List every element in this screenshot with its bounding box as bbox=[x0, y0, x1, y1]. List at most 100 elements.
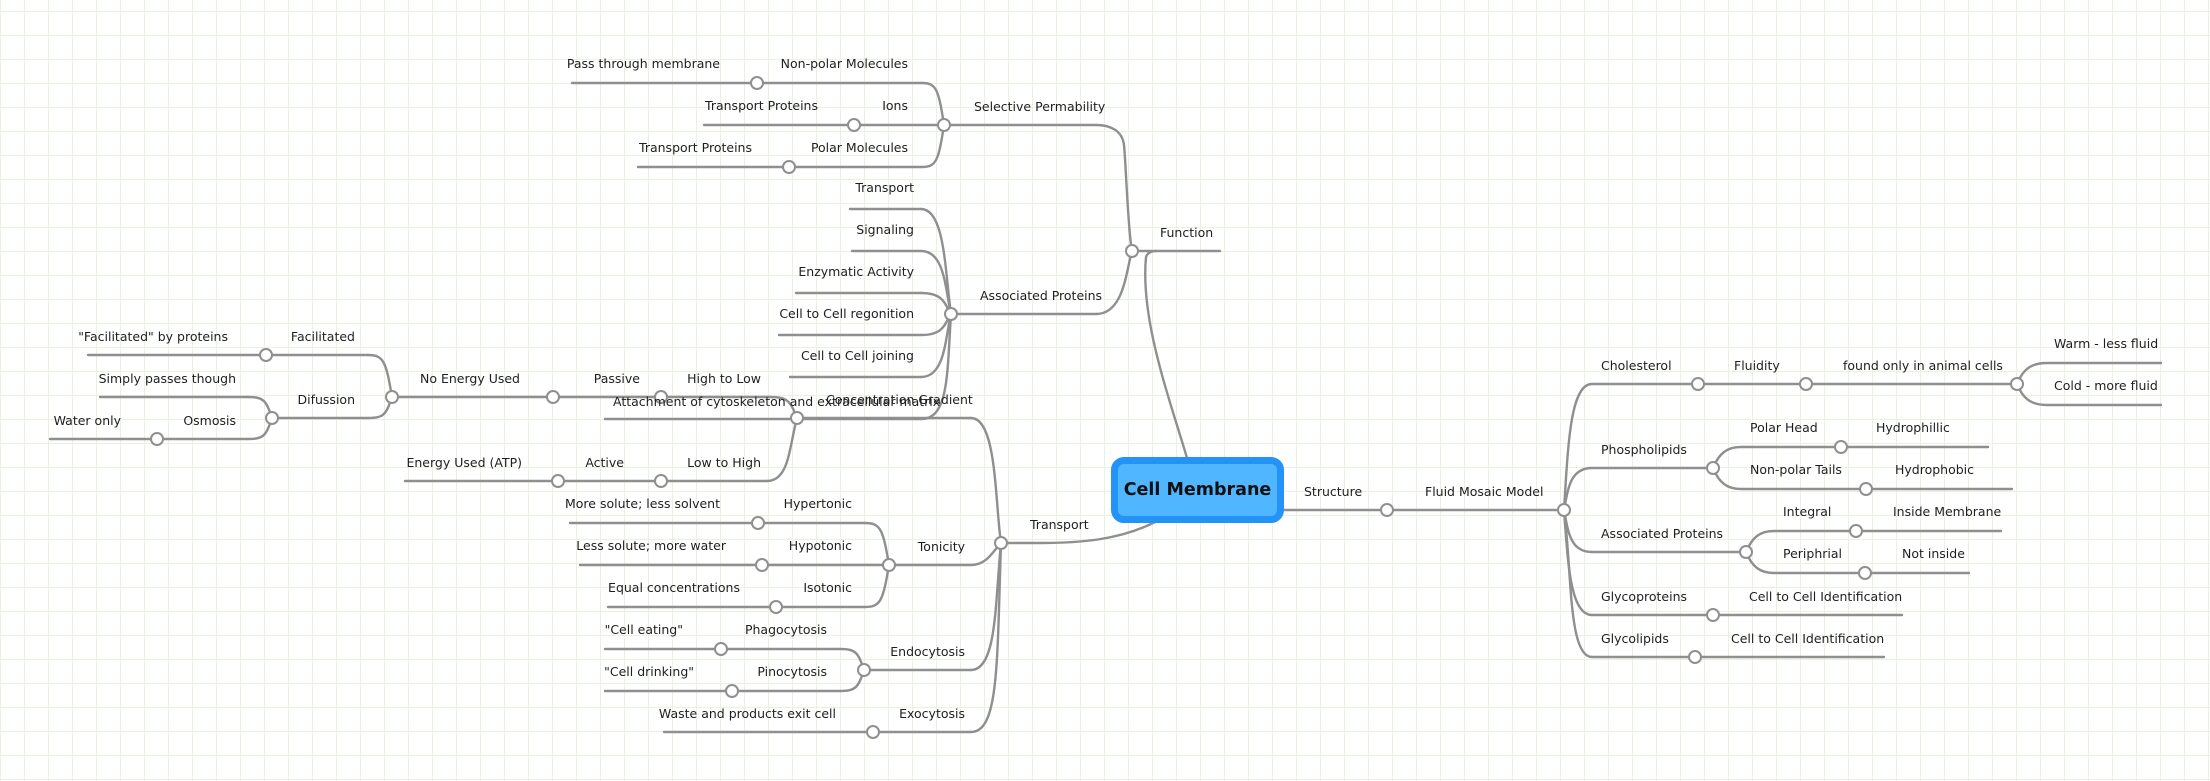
topic-facilitated[interactable]: Facilitated bbox=[291, 329, 355, 344]
topic-endocytosis-detail[interactable]: "Cell drinking" bbox=[604, 664, 694, 679]
tonicity-knob[interactable] bbox=[882, 558, 896, 572]
fluidity-knob[interactable] bbox=[1799, 377, 1813, 391]
facilitated-knob[interactable] bbox=[259, 348, 273, 362]
topic-glycoproteins-detail[interactable]: Cell to Cell Identification bbox=[1749, 589, 1902, 604]
topic-selective-detail[interactable]: Transport Proteins bbox=[704, 98, 818, 113]
selective-child-knob[interactable] bbox=[750, 76, 764, 90]
topic-water-only[interactable]: Water only bbox=[54, 413, 122, 428]
topic-low-to-high[interactable]: Low to High bbox=[687, 455, 761, 470]
topic-endocytosis[interactable]: Endocytosis bbox=[890, 644, 965, 659]
endocytosis-child-knob[interactable] bbox=[714, 642, 728, 656]
topic-struct-assoc-detail[interactable]: Inside Membrane bbox=[1893, 504, 2002, 519]
tonicity-child-knob[interactable] bbox=[769, 600, 783, 614]
topic-structure[interactable]: Structure bbox=[1304, 484, 1362, 499]
animal-cells-knob[interactable] bbox=[2010, 377, 2024, 391]
topic-concentration-gradient[interactable]: Concentration Gradient bbox=[826, 392, 973, 407]
topic-associated-proteins-structure[interactable]: Associated Proteins bbox=[1601, 526, 1723, 541]
concentration-gradient-knob[interactable] bbox=[790, 411, 804, 425]
topic-exocytosis[interactable]: Exocytosis bbox=[899, 706, 965, 721]
topic-cholesterol[interactable]: Cholesterol bbox=[1601, 358, 1672, 373]
central-topic-cell-membrane[interactable]: Cell Membrane bbox=[1111, 457, 1284, 523]
topic-struct-assoc-child[interactable]: Periphrial bbox=[1783, 546, 1842, 561]
topic-assoc-attachment[interactable]: Attachment of cytoskeleton and extracell… bbox=[613, 394, 940, 409]
tonicity-child-knob[interactable] bbox=[751, 516, 765, 530]
topic-active[interactable]: Active bbox=[585, 455, 624, 470]
topic-phospholipids[interactable]: Phospholipids bbox=[1601, 442, 1687, 457]
topic-phospholipid-detail[interactable]: Hydrophobic bbox=[1895, 462, 1974, 477]
topic-assoc-child[interactable]: Enzymatic Activity bbox=[798, 264, 914, 279]
topic-tonicity-child[interactable]: Isotonic bbox=[803, 580, 852, 595]
topic-energy-used[interactable]: Energy Used (ATP) bbox=[406, 455, 522, 470]
difussion-knob[interactable] bbox=[265, 411, 279, 425]
low-to-high-knob[interactable] bbox=[654, 474, 668, 488]
high-to-low-knob[interactable] bbox=[654, 390, 668, 404]
topic-transport[interactable]: Transport bbox=[1029, 517, 1089, 532]
phospholipid-child-knob[interactable] bbox=[1859, 482, 1873, 496]
topic-animal-cells[interactable]: found only in animal cells bbox=[1843, 358, 2003, 373]
topic-phospholipid-child[interactable]: Polar Head bbox=[1750, 420, 1818, 435]
struct-assoc-child-knob[interactable] bbox=[1858, 566, 1872, 580]
topic-selective-detail[interactable]: Transport Proteins bbox=[638, 140, 752, 155]
glycoproteins-knob[interactable] bbox=[1706, 608, 1720, 622]
transport-knob[interactable] bbox=[994, 536, 1008, 550]
topic-tonicity-detail[interactable]: Equal concentrations bbox=[608, 580, 740, 595]
topic-endocytosis-detail[interactable]: "Cell eating" bbox=[605, 622, 683, 637]
topic-endocytosis-child[interactable]: Phagocytosis bbox=[745, 622, 827, 637]
topic-facilitated-detail[interactable]: "Facilitated" by proteins bbox=[78, 329, 228, 344]
topic-assoc-child[interactable]: Cell to Cell regonition bbox=[779, 306, 914, 321]
topic-assoc-child[interactable]: Signaling bbox=[856, 222, 914, 237]
topic-difussion[interactable]: Difussion bbox=[298, 392, 356, 407]
fluid-mosaic-knob[interactable] bbox=[1557, 503, 1571, 517]
endocytosis-child-knob[interactable] bbox=[725, 684, 739, 698]
topic-temperature-effect[interactable]: Warm - less fluid bbox=[2054, 336, 2158, 351]
active-knob[interactable] bbox=[551, 474, 565, 488]
topic-selective-permability[interactable]: Selective Permability bbox=[974, 99, 1106, 114]
struct-assoc-knob[interactable] bbox=[1739, 545, 1753, 559]
endocytosis-knob[interactable] bbox=[857, 663, 871, 677]
topic-phospholipid-child[interactable]: Non-polar Tails bbox=[1750, 462, 1842, 477]
topic-exocytosis-detail[interactable]: Waste and products exit cell bbox=[659, 706, 836, 721]
topic-simply-passes[interactable]: Simply passes though bbox=[99, 371, 236, 386]
topic-temperature-effect[interactable]: Cold - more fluid bbox=[2054, 378, 2158, 393]
topic-function[interactable]: Function bbox=[1160, 225, 1213, 240]
topic-tonicity-child[interactable]: Hypotonic bbox=[789, 538, 852, 553]
topic-osmosis[interactable]: Osmosis bbox=[183, 413, 236, 428]
topic-assoc-child[interactable]: Cell to Cell joining bbox=[801, 348, 914, 363]
tonicity-child-knob[interactable] bbox=[755, 558, 769, 572]
topic-selective-child[interactable]: Non-polar Molecules bbox=[781, 56, 908, 71]
selective-child-knob[interactable] bbox=[847, 118, 861, 132]
passive-knob[interactable] bbox=[546, 390, 560, 404]
topic-tonicity-detail[interactable]: Less solute; more water bbox=[576, 538, 727, 553]
topic-phospholipid-detail[interactable]: Hydrophillic bbox=[1876, 420, 1950, 435]
topic-selective-detail[interactable]: Pass through membrane bbox=[567, 56, 720, 71]
topic-no-energy-used[interactable]: No Energy Used bbox=[420, 371, 520, 386]
exocytosis-knob[interactable] bbox=[866, 725, 880, 739]
topic-associated-proteins-function[interactable]: Associated Proteins bbox=[980, 288, 1102, 303]
structure-knob[interactable] bbox=[1380, 503, 1394, 517]
topic-endocytosis-child[interactable]: Pinocytosis bbox=[757, 664, 827, 679]
topic-struct-assoc-child[interactable]: Integral bbox=[1783, 504, 1831, 519]
topic-glycolipids-detail[interactable]: Cell to Cell Identification bbox=[1731, 631, 1884, 646]
phospholipids-knob[interactable] bbox=[1706, 461, 1720, 475]
topic-selective-child[interactable]: Ions bbox=[882, 98, 908, 113]
topic-fluid-mosaic-model[interactable]: Fluid Mosaic Model bbox=[1425, 484, 1543, 499]
topic-passive[interactable]: Passive bbox=[594, 371, 641, 386]
selective-child-knob[interactable] bbox=[782, 160, 796, 174]
osmosis-knob[interactable] bbox=[150, 432, 164, 446]
topic-glycoproteins[interactable]: Glycoproteins bbox=[1601, 589, 1687, 604]
struct-assoc-child-knob[interactable] bbox=[1849, 524, 1863, 538]
cholesterol-knob[interactable] bbox=[1691, 377, 1705, 391]
no-energy-knob[interactable] bbox=[385, 390, 399, 404]
associated-proteins-knob[interactable] bbox=[944, 307, 958, 321]
topic-fluidity[interactable]: Fluidity bbox=[1734, 358, 1780, 373]
topic-tonicity-detail[interactable]: More solute; less solvent bbox=[565, 496, 720, 511]
selective-permability-knob[interactable] bbox=[937, 118, 951, 132]
topic-glycolipids[interactable]: Glycolipids bbox=[1601, 631, 1669, 646]
topic-assoc-child[interactable]: Transport bbox=[854, 180, 914, 195]
topic-selective-child[interactable]: Polar Molecules bbox=[811, 140, 908, 155]
topic-struct-assoc-detail[interactable]: Not inside bbox=[1902, 546, 1965, 561]
function-knob[interactable] bbox=[1125, 244, 1139, 258]
glycolipids-knob[interactable] bbox=[1688, 650, 1702, 664]
topic-tonicity[interactable]: Tonicity bbox=[917, 539, 966, 554]
phospholipid-child-knob[interactable] bbox=[1834, 440, 1848, 454]
